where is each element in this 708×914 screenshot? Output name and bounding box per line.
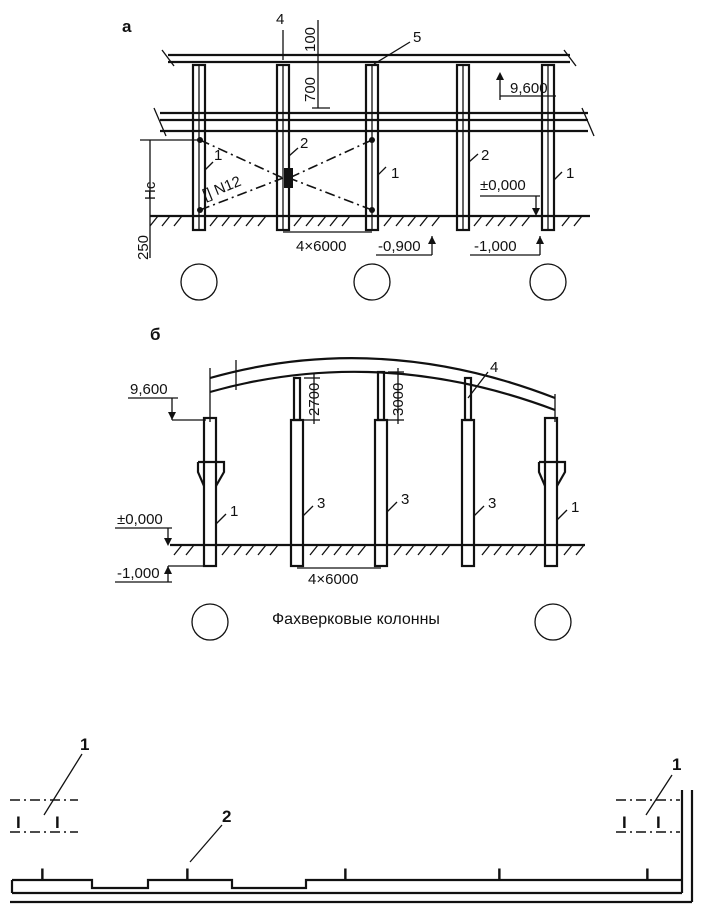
elev-m1000-b: -1,000: [115, 565, 206, 583]
elev-m0900-text: -0,900: [378, 238, 421, 255]
dim-2700-text: 2700: [306, 383, 323, 416]
paired-column-left: I I: [10, 799, 78, 833]
svg-text:I: I: [16, 813, 21, 832]
view-a: a: [122, 11, 595, 301]
column-b1: [196, 416, 226, 568]
callout-a-2-left: 2: [300, 135, 308, 152]
elev-0-a: ±0,000: [480, 177, 540, 216]
dim-250-text: 250: [135, 235, 152, 260]
channel-n12-text: [] N12: [200, 173, 243, 204]
ibeam-5: I: [645, 865, 650, 884]
column-a4: [455, 63, 471, 232]
roof-curve: [209, 357, 556, 422]
plan-callout-1-left: 1: [80, 735, 89, 754]
span-b: 4×6000: [297, 567, 381, 588]
callout-b-1-right: 1: [571, 499, 579, 516]
ibeam-1: I: [40, 865, 45, 884]
paired-column-right: I I: [616, 799, 680, 833]
ibeam-3: I: [343, 865, 348, 884]
svg-text:I: I: [656, 813, 661, 832]
ibeam-2: I: [185, 865, 190, 884]
ground-line-a: [149, 214, 590, 227]
callout-a-1-mid: 1: [391, 165, 399, 182]
column-b3: [373, 370, 389, 568]
dim-3000-text: 3000: [390, 383, 407, 416]
column-a3: [364, 63, 380, 232]
callout-a-4: 4: [276, 11, 284, 28]
elev-0-b-text: ±0,000: [117, 511, 163, 528]
ibeam-4: I: [497, 865, 502, 884]
callout-b-3-b: 3: [401, 491, 409, 508]
view-a-label: a: [122, 17, 132, 36]
vertical-bracing: [197, 137, 375, 213]
crane-beam-line: [153, 107, 595, 137]
elev-0-b: ±0,000: [115, 511, 172, 546]
callout-b-3-c: 3: [488, 495, 496, 512]
dim-hc-text: Hc: [142, 181, 159, 200]
plan-callout-2: 2: [222, 807, 231, 826]
view-b: б: [115, 325, 585, 641]
svg-text:I: I: [55, 813, 60, 832]
span-b-text: 4×6000: [308, 571, 358, 588]
dim-700-text: 700: [302, 77, 319, 102]
callout-a-5: 5: [413, 29, 421, 46]
dim-100-text: 100: [302, 27, 319, 52]
view-b-caption: Фахверковые колонны: [272, 611, 440, 628]
callout-a-1-right: 1: [566, 165, 574, 182]
column-a2: [275, 63, 291, 232]
plan-ibeams: I I I I I: [40, 865, 650, 884]
foundation-a5: [529, 263, 567, 301]
svg-text:I: I: [622, 813, 627, 832]
span-a-text: 4×6000: [296, 238, 346, 255]
dim-2700: 2700: [304, 374, 323, 424]
elev-9600-a-text: 9,600: [510, 80, 548, 97]
foundation-a3: [353, 263, 391, 301]
foundation-a1: [180, 263, 218, 301]
column-a5: [540, 63, 556, 232]
elev-9600-b-text: 9,600: [130, 381, 168, 398]
column-b2: [289, 376, 305, 568]
elev-m1000-a: -1,000: [470, 236, 544, 256]
column-b5: [537, 416, 567, 568]
foundation-b1: [191, 603, 229, 641]
callout-a-1-left: 1: [214, 147, 222, 164]
dim-250: 250: [135, 216, 152, 260]
ground-line-b: [170, 543, 585, 556]
elev-m1000-b-text: -1,000: [117, 565, 160, 582]
dim-3000: 3000: [388, 368, 407, 424]
view-b-label: б: [150, 325, 161, 344]
callouts-a: 1 2 1 2 1 4 5: [204, 11, 574, 182]
top-truss-line: [161, 49, 577, 67]
elev-m1000-a-text: -1,000: [474, 238, 517, 255]
plan-callouts: 1 1 2: [43, 735, 681, 863]
dim-100-700: 100 700: [302, 20, 330, 109]
foundation-b5: [534, 603, 572, 641]
callout-a-2-right: 2: [481, 147, 489, 164]
plan-view: I I I I I I I I I 1 1 2: [10, 735, 694, 904]
callout-b-4: 4: [490, 359, 498, 376]
callout-b-3-a: 3: [317, 495, 325, 512]
callout-b-1-left: 1: [230, 503, 238, 520]
elev-9600-b: 9,600: [128, 381, 206, 421]
span-a: 4×6000: [283, 231, 372, 255]
wall-panels: [10, 790, 694, 904]
dim-hc: Hc: [140, 139, 200, 216]
column-b4: [460, 376, 476, 568]
callouts-b: 4 1 3 3 3 1: [215, 359, 579, 525]
elev-9600-a: 9,600: [496, 72, 556, 100]
elev-0-a-text: ±0,000: [480, 177, 526, 194]
elev-m0900: -0,900: [376, 236, 436, 256]
plan-callout-1-right: 1: [672, 755, 681, 774]
column-a1: [191, 63, 207, 232]
